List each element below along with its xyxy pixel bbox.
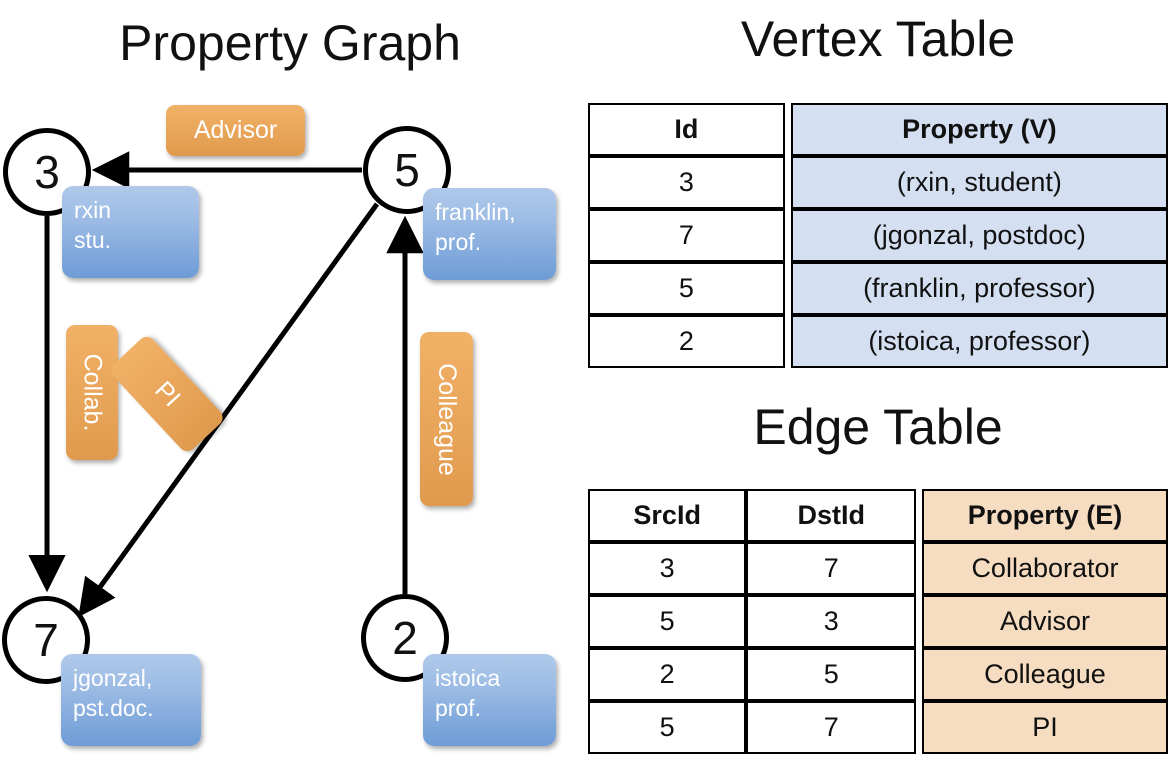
node-property-line: rxin — [74, 197, 112, 223]
edge-label-colleague: Colleague — [420, 332, 473, 506]
table-header-row: Id Property (V) — [588, 103, 1168, 156]
edge-srcid-cell: 5 — [588, 595, 747, 648]
column-gap — [916, 542, 922, 595]
page-title-vertex-table: Vertex Table — [740, 11, 1016, 67]
edge-dstid-cell: 5 — [746, 648, 917, 701]
table-row[interactable]: 5 7 PI — [588, 701, 1168, 754]
table-row[interactable]: 5 (franklin, professor) — [588, 262, 1168, 315]
edge-property-cell: PI — [921, 701, 1168, 754]
edge-property-cell: Advisor — [921, 595, 1168, 648]
table-header-row: SrcId DstId Property (E) — [588, 489, 1168, 542]
page-title-property-graph: Property Graph — [119, 15, 461, 71]
node-property-box-istoica: istoica prof. — [423, 654, 556, 746]
node-property-line: stu. — [74, 227, 112, 254]
edge-5-to-7-pi — [78, 202, 380, 618]
vertex-id-cell: 3 — [588, 156, 785, 209]
table-row[interactable]: 7 (jgonzal, postdoc) — [588, 209, 1168, 262]
column-gap — [784, 103, 791, 156]
node-property-line: istoica — [435, 665, 501, 691]
edge-label-text: Advisor — [193, 116, 278, 144]
column-gap — [784, 315, 791, 368]
page-title-edge-table: Edge Table — [753, 399, 1003, 455]
edge-label-collab: Collab. — [66, 325, 118, 460]
edge-dstid-cell: 7 — [746, 542, 917, 595]
edge-dstid-cell: 7 — [746, 701, 917, 754]
vertex-table: Id Property (V) 3 (rxin, student) 7 (jgo… — [588, 103, 1168, 368]
table-row[interactable]: 3 (rxin, student) — [588, 156, 1168, 209]
edge-table-header-srcid: SrcId — [588, 489, 747, 542]
vertex-table-header-id: Id — [588, 103, 785, 156]
node-property-line: jgonzal, — [73, 665, 153, 691]
column-gap — [916, 648, 922, 701]
table-row[interactable]: 3 7 Collaborator — [588, 542, 1168, 595]
column-gap — [916, 701, 922, 754]
edge-label-text: PI — [149, 375, 186, 412]
vertex-property-cell: (franklin, professor) — [790, 262, 1168, 315]
edge-srcid-cell: 3 — [588, 542, 747, 595]
edge-table: SrcId DstId Property (E) 3 7 Collaborato… — [588, 489, 1168, 754]
edge-label-text: Collab. — [78, 353, 107, 432]
node-property-box-franklin: franklin, prof. — [423, 188, 556, 280]
column-gap — [916, 489, 922, 542]
edge-label-text: Colleague — [433, 362, 461, 476]
vertex-id-cell: 7 — [588, 209, 785, 262]
vertex-id-cell: 5 — [588, 262, 785, 315]
property-graph-diagram: 3 5 7 2 rxin stu. franklin, prof. jgonza… — [2, 105, 556, 746]
edge-property-cell: Colleague — [921, 648, 1168, 701]
edge-srcid-cell: 5 — [588, 701, 747, 754]
graph-edges-svg — [28, 151, 424, 618]
edge-label-advisor: Advisor — [166, 105, 305, 156]
node-property-line: prof. — [435, 229, 482, 256]
node-property-box-jgonzal: jgonzal, pst.doc. — [61, 654, 201, 746]
table-row[interactable]: 5 3 Advisor — [588, 595, 1168, 648]
edge-srcid-cell: 2 — [588, 648, 747, 701]
column-gap — [784, 262, 791, 315]
vertex-id-cell: 2 — [588, 315, 785, 368]
graph-node-2[interactable]: 2 — [361, 594, 449, 682]
table-row[interactable]: 2 (istoica, professor) — [588, 315, 1168, 368]
table-row[interactable]: 2 5 Colleague — [588, 648, 1168, 701]
vertex-property-cell: (jgonzal, postdoc) — [790, 209, 1168, 262]
vertex-property-cell: (istoica, professor) — [790, 315, 1168, 368]
edge-dstid-cell: 3 — [746, 595, 917, 648]
node-property-box-rxin: rxin stu. — [62, 186, 199, 278]
column-gap — [784, 209, 791, 262]
node-property-line: prof. — [435, 695, 482, 722]
column-gap — [916, 595, 922, 648]
node-property-line: pst.doc. — [73, 695, 154, 722]
vertex-property-cell: (rxin, student) — [790, 156, 1168, 209]
edge-table-header-property: Property (E) — [921, 489, 1168, 542]
graph-node-5[interactable]: 5 — [363, 126, 451, 214]
vertex-table-header-property: Property (V) — [790, 103, 1168, 156]
column-gap — [784, 156, 791, 209]
edge-property-cell: Collaborator — [921, 542, 1168, 595]
node-property-line: franklin, — [435, 199, 516, 225]
edge-table-header-dstid: DstId — [746, 489, 917, 542]
